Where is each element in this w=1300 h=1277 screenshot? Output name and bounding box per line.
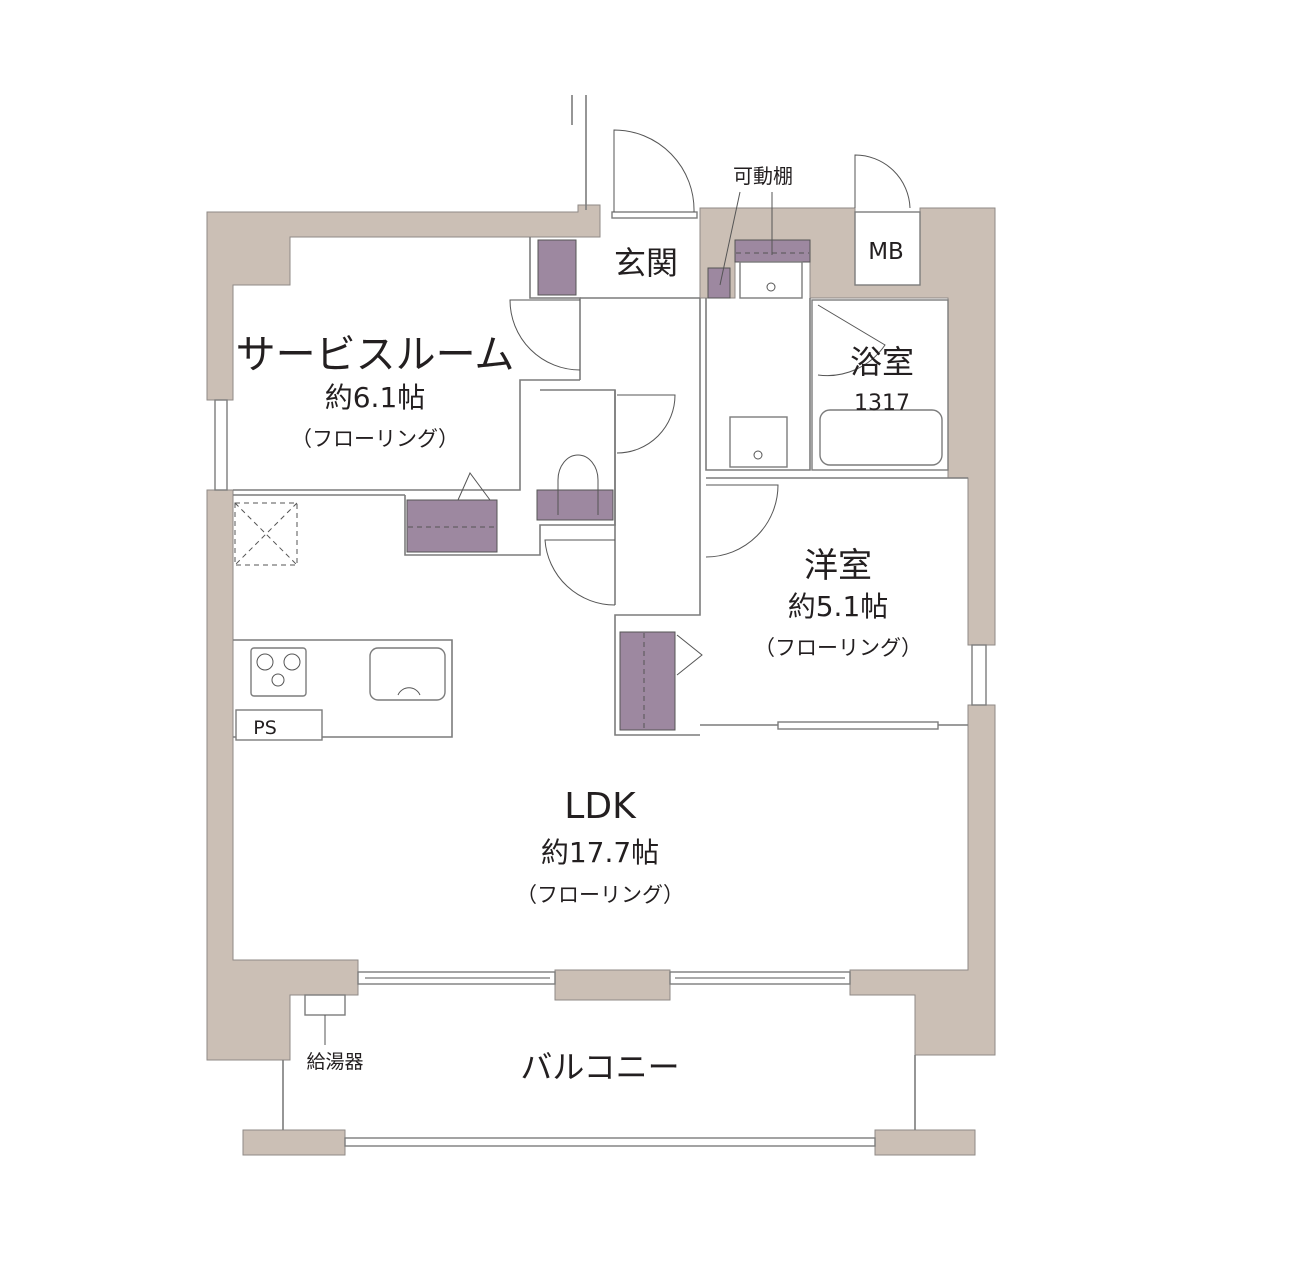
wall-pillar-bottom: [554, 969, 671, 1001]
water-heater: [304, 994, 346, 1016]
door-service-room: [509, 299, 581, 371]
kitchen-sink: [369, 647, 446, 701]
window-service-room: [214, 399, 228, 491]
pipe-space-label: PS: [253, 717, 277, 739]
windows: [214, 399, 987, 1147]
water-heater-label: 給湯器: [306, 1051, 363, 1073]
meter-box: [854, 211, 921, 286]
balcony-railing: [344, 1137, 876, 1147]
movable-shelf-small: [707, 267, 731, 299]
bathroom-name: 浴室: [850, 343, 914, 381]
window-western-room: [971, 644, 987, 706]
balcony-pillar-left: [242, 1129, 346, 1156]
service-room-name: サービスルーム: [236, 332, 515, 378]
meter-box-label: MB: [868, 239, 904, 265]
door-mb: [854, 154, 911, 209]
labels: サービスルーム 約6.1帖 （フローリング） 玄関 可動棚 MB 浴室 1317…: [236, 164, 922, 1086]
entrance-porch: [611, 211, 698, 219]
entrance-name: 玄関: [614, 244, 678, 282]
service-room-floor: （フローリング）: [291, 427, 459, 451]
service-room-size: 約6.1帖: [325, 381, 426, 414]
door-hall: [544, 539, 616, 606]
stove: [250, 647, 307, 697]
wall-right-lower: [849, 704, 996, 1056]
shoe-cabinet: [537, 239, 577, 296]
balcony-name: バルコニー: [520, 1048, 679, 1086]
door-toilet: [616, 394, 676, 454]
door-western-room: [705, 484, 779, 558]
wall-left-lower: [206, 489, 359, 1061]
doors: [509, 95, 939, 730]
pipe-space: [235, 709, 323, 741]
door-entrance: [613, 129, 695, 213]
western-room-floor: （フローリング）: [754, 636, 922, 660]
toilet-icon: [557, 454, 599, 515]
western-room-name: 洋室: [804, 546, 872, 586]
western-room-closet: [619, 631, 676, 731]
bathtub: [819, 409, 943, 466]
bathroom-unit-size: 1317: [854, 391, 910, 416]
balcony-pillar-right: [874, 1129, 976, 1156]
fixtures: [234, 239, 943, 1045]
ldk-name: LDK: [564, 786, 637, 827]
wash-basin: [729, 416, 788, 468]
toilet-storage: [536, 489, 614, 521]
movable-shelf-label: 可動棚: [733, 164, 793, 188]
service-room-closet: [406, 499, 498, 553]
ldk-floor: （フローリング）: [516, 883, 684, 907]
ldk-size: 約17.7帖: [541, 836, 659, 869]
washing-machine-pan: [739, 261, 803, 299]
door-bathroom: [817, 304, 886, 377]
sliding-door-western: [777, 721, 939, 730]
refrigerator-space: [234, 502, 298, 566]
western-room-size: 約5.1帖: [788, 590, 889, 623]
